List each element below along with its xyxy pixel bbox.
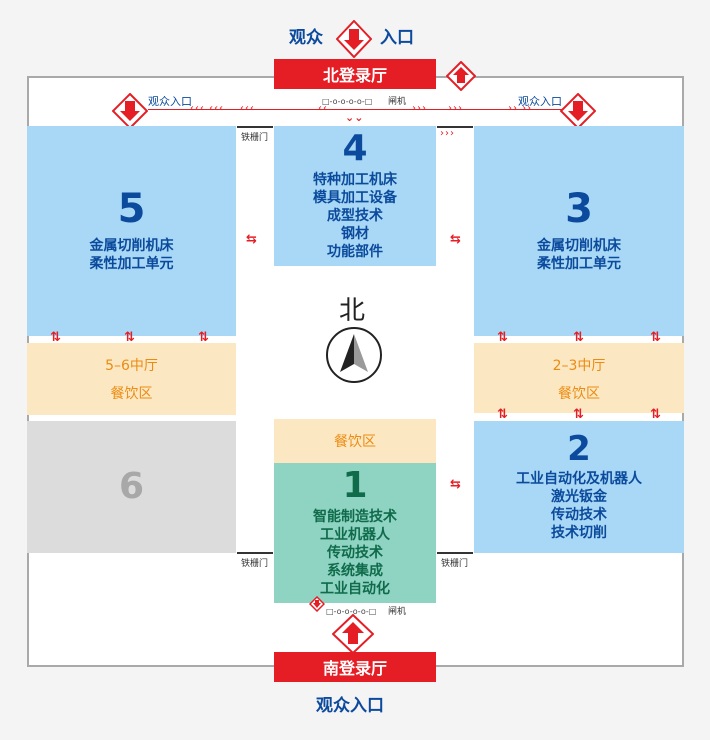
hall-1-line-5: 工业自动化 [320,581,390,597]
south-lobby[interactable]: 南登录厅 [274,652,436,682]
north-gate-label: 闸机 [388,97,407,107]
flow-chevrons-left-icon: ‹‹‹ ‹‹‹ [190,103,225,114]
iron-gate-nw-label: 铁栅门 [241,133,269,143]
vertical-arrow-3-c-icon: ⇅ [650,330,661,345]
iron-gate-sw-label: 铁栅门 [241,559,269,569]
hall-1-line-4: 系统集成 [327,563,383,579]
north-entrance-label-left: 观众 [289,28,323,48]
hall-4-line-1: 特种加工机床 [313,172,397,188]
north-corridor-line [148,109,562,110]
hall-2[interactable]: 2 工业自动化及机器人 激光钣金 传动技术 技术切削 [474,421,684,553]
lounge-5-6-dining: 餐饮区 [110,386,153,402]
hall-1[interactable]: 1 智能制造技术 工业机器人 传动技术 系统集成 工业自动化 [274,463,436,603]
hall-6[interactable]: 6 [27,421,236,553]
hall-2-line-1: 工业自动化及机器人 [516,471,642,487]
lounge-2-3[interactable]: 2–3中厅 餐饮区 [474,343,684,413]
hall-3[interactable]: 3 金属切削机床 柔性加工单元 [474,126,684,336]
iron-gate-sw [237,552,273,554]
lounge-5-6[interactable]: 5–6中厅 餐饮区 [27,343,236,415]
hall-1-line-1: 智能制造技术 [313,509,397,525]
flow-chevrons-right2-icon: ››› [448,103,463,114]
hall-5-number: 5 [117,186,146,232]
hall-4-line-4: 钢材 [341,226,369,242]
hall-3-line-2: 柔性加工单元 [537,256,621,272]
flow-chevrons-left2-icon: ‹‹‹ [240,103,255,114]
hall-3-number: 3 [565,186,593,232]
hall-4-line-2: 模具加工设备 [313,190,397,206]
north-label: 北 [339,296,366,326]
hall-5-line-2: 柔性加工单元 [89,256,174,272]
flow-chevrons-center-icon: ‹‹ [318,103,328,114]
north-turnstile-icon: □-o-o-o-o-□ [322,97,373,106]
exchange-arrow-5-4-icon: ⇆ [246,232,257,247]
south-entrance-label: 观众入口 [316,696,384,716]
hall-1-number: 1 [342,465,368,506]
hall-4-number: 4 [342,128,368,169]
iron-gate-ne [437,126,473,128]
south-turnstile-icon: □-o-o-o-o-□ [326,607,377,616]
exchange-arrow-4-3-icon: ⇆ [450,232,461,247]
iron-gate-se [437,552,473,554]
lounge-5-6-title: 5–6中厅 [105,358,158,374]
hall-2-number: 2 [567,429,591,469]
vertical-arrow-2-b-icon: ⇅ [573,407,584,422]
compass-icon [326,327,382,383]
hall-1-line-3: 传动技术 [327,545,383,561]
hall-2-line-3: 传动技术 [551,507,607,523]
north-lobby[interactable]: 北登录厅 [274,59,436,89]
side-entrance-left-arrow-icon[interactable] [112,93,148,129]
hall-5[interactable]: 5 金属切削机床 柔性加工单元 [27,126,236,336]
hall-3-line-1: 金属切削机床 [537,238,621,254]
center-dining-area[interactable]: 餐饮区 [274,419,436,463]
hall-5-line-1: 金属切削机床 [89,238,174,254]
hall-6-number: 6 [118,466,145,507]
iron-gate-nw [237,126,273,128]
hall-4[interactable]: 4 特种加工机床 模具加工设备 成型技术 钢材 功能部件 [274,126,436,266]
south-gate-label: 闸机 [388,607,407,617]
iron-gate-ne-chevrons-icon: ››› [440,128,455,139]
south-small-arrow-icon [309,596,325,612]
vertical-arrow-5-c-icon: ⇅ [198,330,209,345]
vertical-arrow-3-b-icon: ⇅ [573,330,584,345]
vertical-arrow-2-a-icon: ⇅ [497,407,508,422]
hall4-north-door-icon: ⌄⌄ [345,111,364,124]
vertical-arrow-5-b-icon: ⇅ [124,330,135,345]
lounge-2-3-dining: 餐饮区 [558,386,600,402]
lounge-2-3-title: 2–3中厅 [552,358,606,374]
vertical-arrow-3-a-icon: ⇅ [497,330,508,345]
hall-4-line-3: 成型技术 [327,208,383,224]
south-entrance-arrow-icon[interactable] [332,614,374,654]
hall-2-line-4: 技术切削 [551,525,607,541]
hall-2-line-2: 激光钣金 [551,489,607,505]
side-entrance-right-arrow-icon[interactable] [560,93,596,129]
exchange-arrow-1-2-icon: ⇆ [450,477,461,492]
vertical-arrow-5-a-icon: ⇅ [50,330,61,345]
iron-gate-se-label: 铁栅门 [441,559,469,569]
north-lobby-exit-arrow-icon [446,61,476,91]
north-entrance-label-right: 入口 [380,28,414,48]
flow-chevrons-right-icon: ››› [412,103,427,114]
vertical-arrow-2-c-icon: ⇅ [650,407,661,422]
hall-4-line-5: 功能部件 [327,244,383,260]
hall-1-line-2: 工业机器人 [320,527,390,543]
side-entrance-left-label: 观众入口 [148,95,192,108]
north-entrance-arrow-icon[interactable] [336,20,372,58]
side-entrance-right-label: 观众入口 [518,95,562,108]
flow-chevrons-right3-icon: ›› ›› [508,103,533,114]
